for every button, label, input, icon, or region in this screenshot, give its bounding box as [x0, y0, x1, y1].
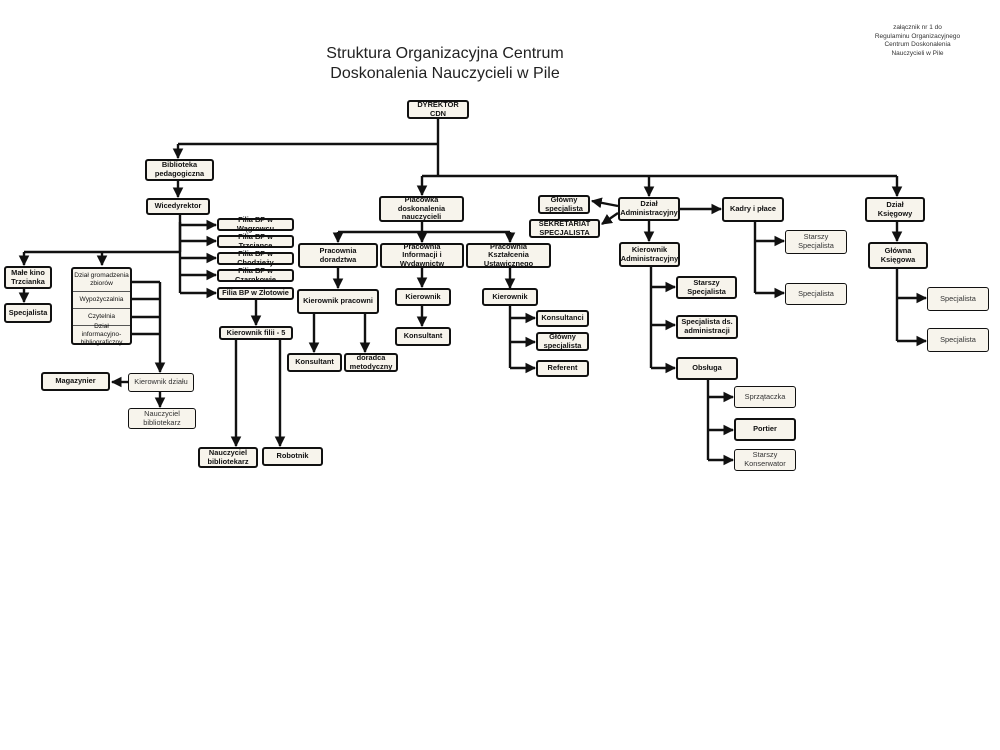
node-kadry: Kadry i płace [722, 197, 784, 222]
node-dyrektor: DYREKTOR CDN [407, 100, 469, 119]
node-male-kino: Małe kino Trzcianka [4, 266, 52, 289]
node-czytelnia: Czytelnia [73, 309, 130, 326]
node-filia-wagrowiec: Filia BP w Wągrowcu [217, 215, 294, 232]
node-robotnik: Robotnik [262, 447, 323, 466]
node-konsultant-pi: Konsultant [395, 327, 451, 346]
node-referent: Referent [536, 360, 589, 377]
node-filia-trzcianka: Filia BP w Trzciance [217, 232, 294, 249]
node-konsultanci: Konsultanci [536, 310, 589, 327]
node-sekretariat: SEKRETARIAT SPECJALISTA [529, 219, 600, 238]
node-filia-zlotow: Filia BP w Złotowie [217, 287, 294, 300]
note-line-3: Centrum Doskonalenia [884, 41, 951, 49]
node-filia-chodziez: Filia BP w Chodzieży [217, 249, 294, 266]
node-kierownik-pracowni: Kierownik pracowni [297, 289, 379, 314]
node-glowny-specjalista-pk: Główny specjalista [536, 332, 589, 351]
node-konsultant-pd: Konsultant [287, 353, 342, 372]
note-line-1: załącznik nr 1 do [893, 24, 942, 31]
node-dzial-administracyjny: Dział Administracyjny [618, 197, 680, 221]
node-specjalista-k1: Specjalista [927, 287, 989, 311]
node-pracownia-doradztwa: Pracownia doradztwa [298, 243, 378, 268]
node-portier: Portier [734, 418, 796, 441]
node-specjalista-kino: Specjalista [4, 303, 52, 323]
node-specjalista-k2: Specjalista [927, 328, 989, 352]
node-wicedyrektor: Wicedyrektor [146, 198, 210, 215]
node-specjalista-kadry: Specjalista [785, 283, 847, 305]
note-line-2: Regulaminu Organizacyjnego [874, 32, 961, 40]
node-dzial-gromadzenia: Dział gromadzenia zbiorów [73, 269, 130, 292]
title-line-2: Doskonalenia Nauczycieli w Pile [330, 65, 560, 82]
node-pracownia-ksztalcenia: Pracownia Kształcenia Ustawicznego [466, 242, 551, 268]
node-filia-czarnkow: Filia BP w Czarnkowie [217, 266, 294, 283]
attachment-note: załącznik nr 1 do Regulaminu Organizacyj… [860, 24, 975, 58]
node-sprzataczka: Sprzątaczka [734, 386, 796, 408]
node-starszy-specjalista-kadry: Starszy Specjalista [785, 230, 847, 254]
node-starszy-konserwator: Starszy Konserwator [734, 449, 796, 471]
node-dzial-ksiegowy: Dział Księgowy [865, 197, 925, 222]
node-kierownik-dzialu: Kierownik działu [128, 373, 194, 392]
note-line-4: Nauczycieli w Pile [891, 49, 944, 57]
page-title: Struktura Organizacyjna Centrum Doskonal… [300, 44, 590, 84]
node-starszy-specjalista-adm: Starszy Specjalista [676, 276, 737, 299]
node-specjalista-adm: Specjalista ds. administracji [676, 315, 738, 339]
node-magazynier: Magazynier [41, 372, 110, 391]
node-kierownik-pi: Kierownik [395, 288, 451, 306]
node-kierownik-administracyjny: Kierownik Administracyjny [619, 242, 680, 267]
library-departments: Dział gromadzenia zbiorów Wypożyczalnia … [71, 267, 132, 346]
title-line-1: Struktura Organizacyjna Centrum [326, 45, 564, 62]
node-glowna-ksiegowa: Główna Księgowa [868, 242, 928, 269]
node-dzial-informacyjny: Dział informacyjno-bibliograficzny [80, 322, 123, 346]
node-kierownik-filii: Kierownik filii - 5 [219, 326, 293, 340]
node-wypozyczalnia: Wypożyczalnia [73, 292, 130, 309]
node-nauczyciel-bibliotekarz: Nauczyciel bibliotekarz [128, 408, 196, 429]
node-nauczyciel-bibliotekarz-filia: Nauczyciel bibliotekarz [198, 447, 258, 468]
node-glowny-specjalista: Główny specjalista [538, 195, 590, 214]
node-placowka: Placówka doskonalenia nauczycieli [379, 195, 464, 222]
node-obsluga: Obsługa [676, 357, 738, 380]
node-doradca: doradca metodyczny [344, 353, 398, 372]
node-kierownik-pk: Kierownik [482, 288, 538, 306]
node-biblioteka: Biblioteka pedagogiczna [145, 159, 214, 181]
node-pracownia-informacji: Pracownia Informacji i Wydawnictw [380, 242, 464, 268]
